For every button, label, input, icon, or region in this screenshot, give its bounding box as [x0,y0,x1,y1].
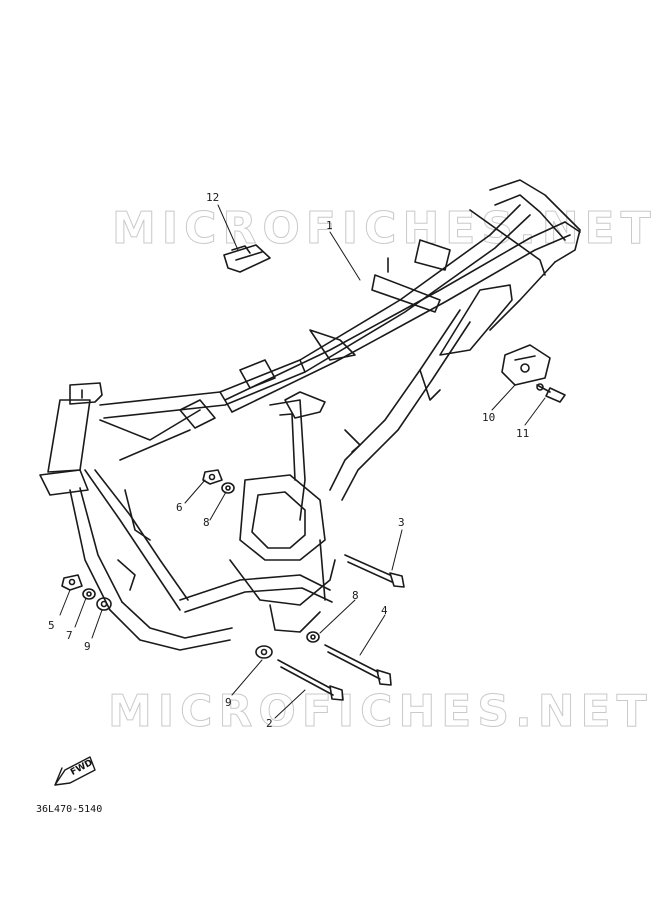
frame-tail [371,179,581,356]
callout-10: 10 [482,411,496,424]
watermark-bottom: MICROFICHES.NET [108,686,651,738]
diagram-part-code: 36L470-5140 [36,804,103,815]
callout-8-lower: 8 [352,589,359,602]
callout-11: 11 [516,427,530,440]
callout-7: 7 [66,629,73,642]
part-12-clamp [223,244,271,273]
part-10-bracket [501,344,551,386]
leader-lines [59,204,546,719]
part-8-washer-b [306,631,320,643]
callout-3: 3 [398,516,405,529]
callout-12: 12 [206,191,220,204]
part-8-washer-a [221,482,235,494]
callout-1: 1 [326,219,333,232]
callout-9-left: 9 [84,640,91,653]
callout-2: 2 [266,717,273,730]
callout-5: 5 [48,619,55,632]
callout-8-upper: 8 [203,516,210,529]
cross-members [99,329,356,591]
part-6-nut [202,469,223,485]
part-9-washer-b [255,645,273,659]
fwd-arrow-icon [54,756,96,786]
center-cradle [179,399,336,633]
callout-9-lower: 9 [225,696,232,709]
frame-down-members [329,309,471,501]
part-2-bolt [277,659,344,701]
part-4-bolt [324,644,392,686]
part-7-washer [82,588,96,600]
callout-6: 6 [176,501,183,514]
part-3-bolt [344,554,405,588]
front-down-tubes [69,469,233,651]
part-11-bolt [536,383,566,403]
callout-4: 4 [381,604,388,617]
part-5-nut [61,574,83,591]
steering-head [39,382,103,496]
part-9-washer-a [96,597,112,611]
frame-upper-rails [99,204,571,419]
